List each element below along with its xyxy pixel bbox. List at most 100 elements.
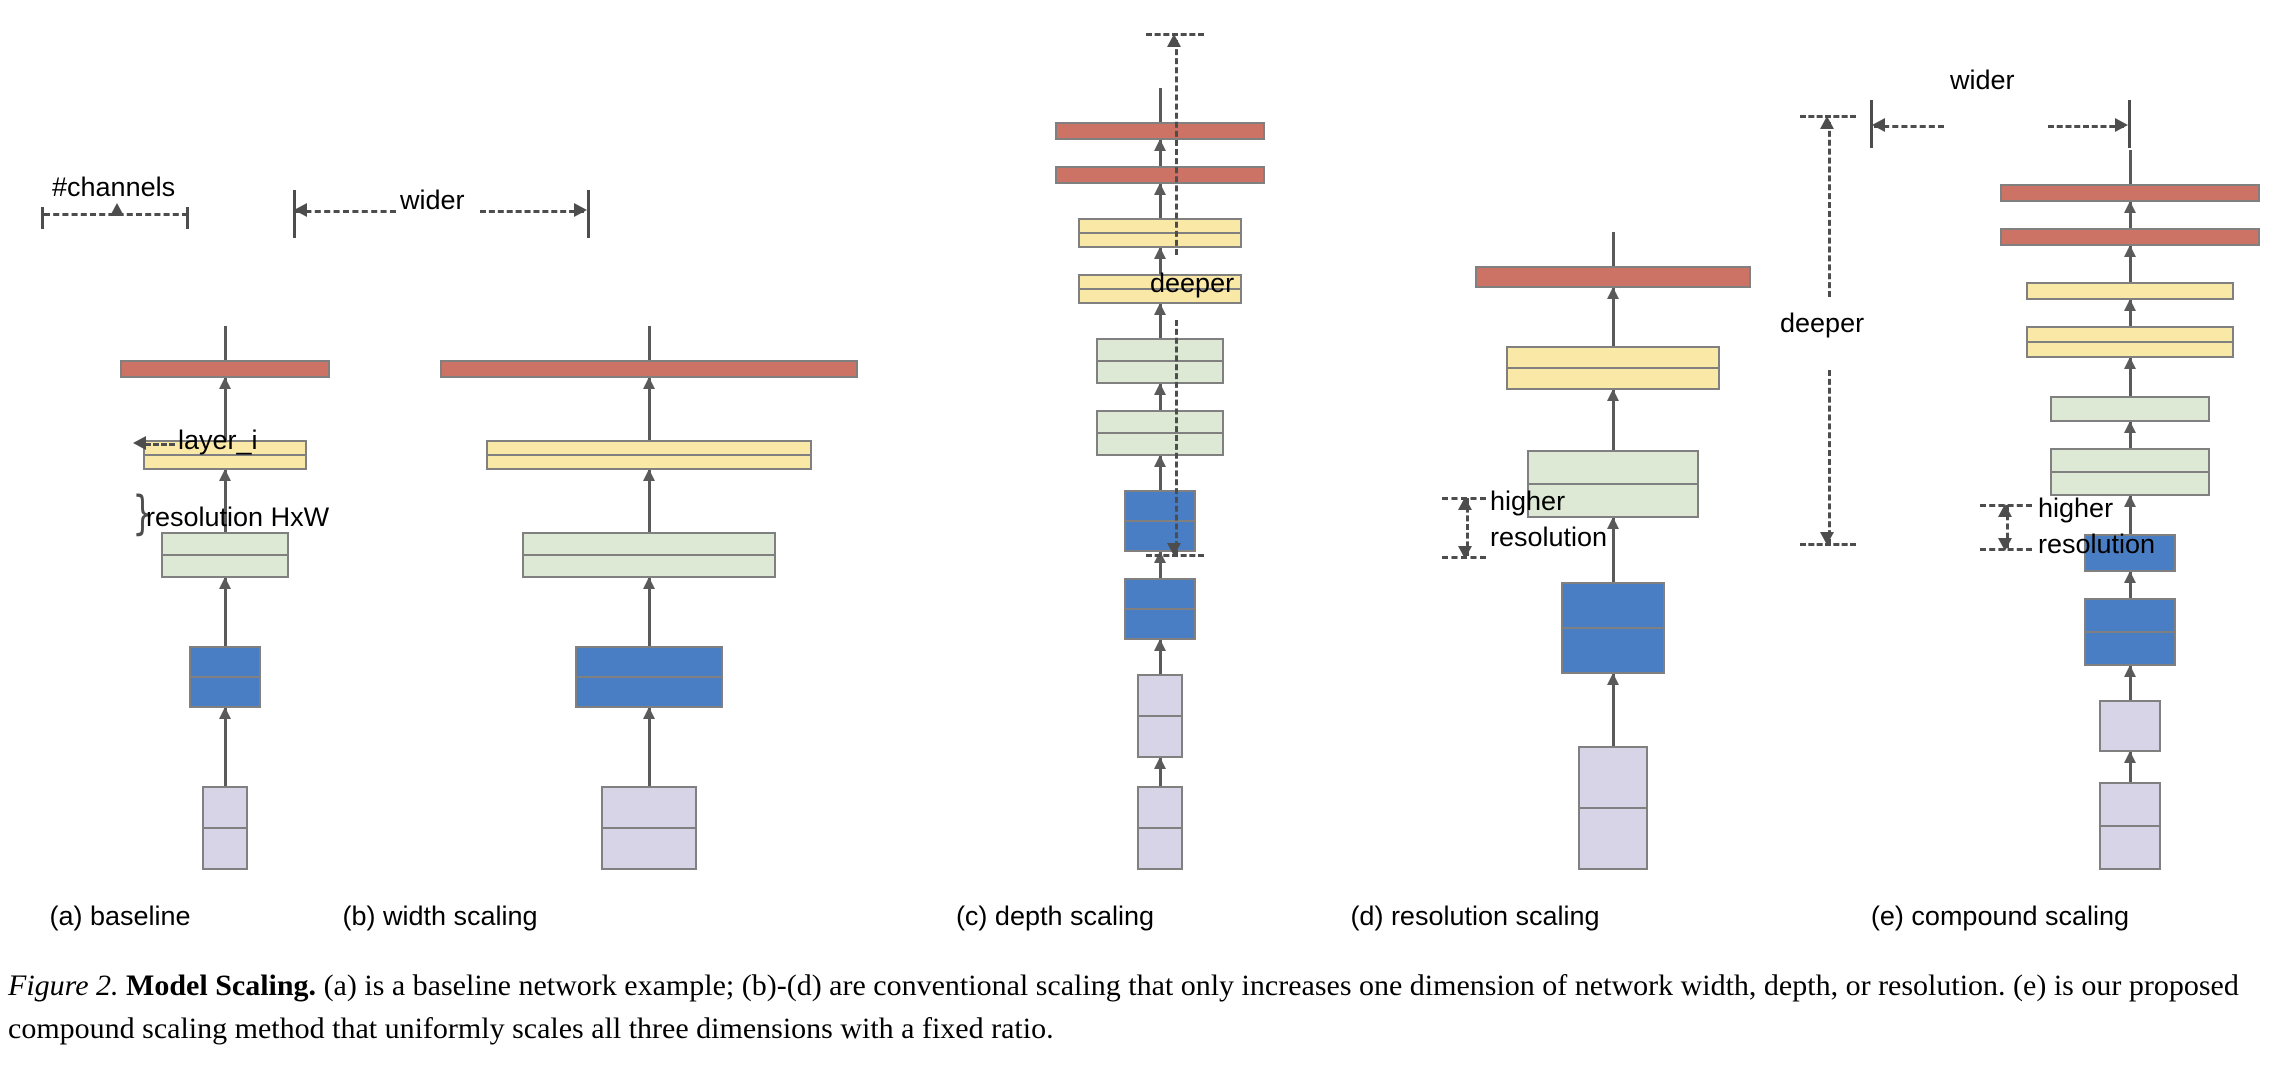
figure-caption-text: (a) is a baseline network example; (b)-(… [8,969,2239,1045]
red-block-1 [1055,166,1265,184]
panel-b-width-scaling: wider (b) width scaling [250,0,858,930]
resolution-label: resolution HxW [146,502,330,532]
block-segment [1580,748,1646,807]
higher-label-line1: higher [2038,493,2114,523]
higher-resolution-label: higher resolution [1490,483,1607,556]
connector-arrow [2128,572,2132,598]
block-segment [1098,432,1222,454]
resolution-block [601,786,697,870]
figure-caption: Figure 2. Model Scaling. (a) is a baseli… [8,965,2288,1050]
connector-arrow [1158,140,1162,166]
higher-label-line1: higher [1490,486,1566,516]
connector-arrow [1611,390,1615,450]
panel-e-stack [2000,150,2260,870]
green-block-2 [1096,338,1224,384]
block-segment [1139,788,1181,827]
block-segment [2052,450,2208,471]
connector-arrow [1158,384,1162,410]
panel-a-stack [120,326,330,870]
connector-arrow [223,378,227,440]
block-segment [1580,807,1646,868]
block-segment [488,454,810,468]
layer-block-1 [2084,598,2176,666]
yellow-block [486,440,812,470]
panel-e-compound-scaling: wider deeper higher resolution (e) compo… [1780,0,2292,930]
block-segment [577,676,721,706]
block-segment [1126,608,1194,638]
connector-arrow [1158,304,1162,338]
higher-resolution-label: higher resolution [2038,490,2155,563]
green-block [161,532,289,578]
block-segment [2101,702,2159,750]
connector-arrow [1158,184,1162,218]
block-segment [1139,676,1181,715]
yellow-block-1 [2026,326,2234,358]
block-segment [2052,471,2208,494]
wider-tick-right [587,190,590,238]
input-line [1158,88,1162,122]
layer-block [1561,582,1665,674]
layer-block-2 [1124,490,1196,552]
res-dim-arrow-up [1998,504,2012,517]
block-segment [1477,268,1749,286]
deeper-label: deeper [1780,308,1865,338]
input-line [2128,150,2132,184]
connector-arrow [2128,496,2132,534]
block-segment [577,648,721,676]
block-segment [1508,367,1718,388]
wider-tick-left [1870,100,1873,148]
panel-d-caption: (d) resolution scaling [1350,901,1600,931]
block-segment [1563,627,1663,672]
block-segment [603,827,695,868]
resolution-block-1 [2099,782,2161,870]
panel-c-depth-scaling: deeper (c) depth scaling [880,0,1265,931]
res-dim-arrow-down [1998,538,2012,551]
deeper-dash-lower [1828,370,1831,545]
wider-arrow-left [1872,118,1885,132]
layer-block-2 [2084,534,2176,572]
block-segment [2086,631,2174,664]
green-block-2 [2050,396,2210,422]
deeper-label: deeper [1150,268,1235,298]
block-segment [2028,328,2232,341]
wider-dash-left [1874,125,1944,128]
wider-label: wider [1950,65,2015,95]
block-segment [1529,483,1697,516]
connector-arrow [2128,358,2132,396]
panel-a-baseline: #channels layer_i } resolution HxW (a) b… [0,0,400,930]
channels-tick-left [41,207,44,229]
panel-d-resolution-scaling: higher resolution (d) resolution scaling [1290,0,1751,931]
block-segment [191,648,259,676]
green-block [1527,450,1699,518]
block-segment [1080,232,1240,246]
block-segment [1126,580,1194,608]
higher-label-line2: resolution [1490,522,1608,553]
channels-arrow-up [110,203,124,216]
figure-number: Figure 2. [8,969,119,1002]
green-block [522,532,776,578]
yellow-block [143,440,307,470]
connector-arrow [2128,666,2132,700]
connector-arrow [647,378,651,440]
deeper-dash-lower [1175,320,1178,556]
connector-arrow [1611,288,1615,346]
block-segment [1126,492,1194,520]
block-segment [1098,412,1222,432]
block-segment [163,554,287,576]
block-segment [1057,124,1263,138]
panel-c-stack [1055,88,1265,870]
block-segment [2028,284,2232,298]
block-segment [2101,784,2159,825]
red-block-2 [2000,184,2260,202]
res-dim-dash-vert [1466,498,1469,556]
block-segment [1563,584,1663,627]
resolution-block-2 [2099,700,2161,752]
connector-arrow [1158,248,1162,274]
connector-arrow [2128,422,2132,448]
block-segment [1508,348,1718,367]
connector-arrow [1611,518,1615,582]
block-segment [204,788,246,827]
connector-arrow [223,578,227,646]
block-segment [1529,452,1697,483]
panel-c-caption: (c) depth scaling [955,901,1155,931]
